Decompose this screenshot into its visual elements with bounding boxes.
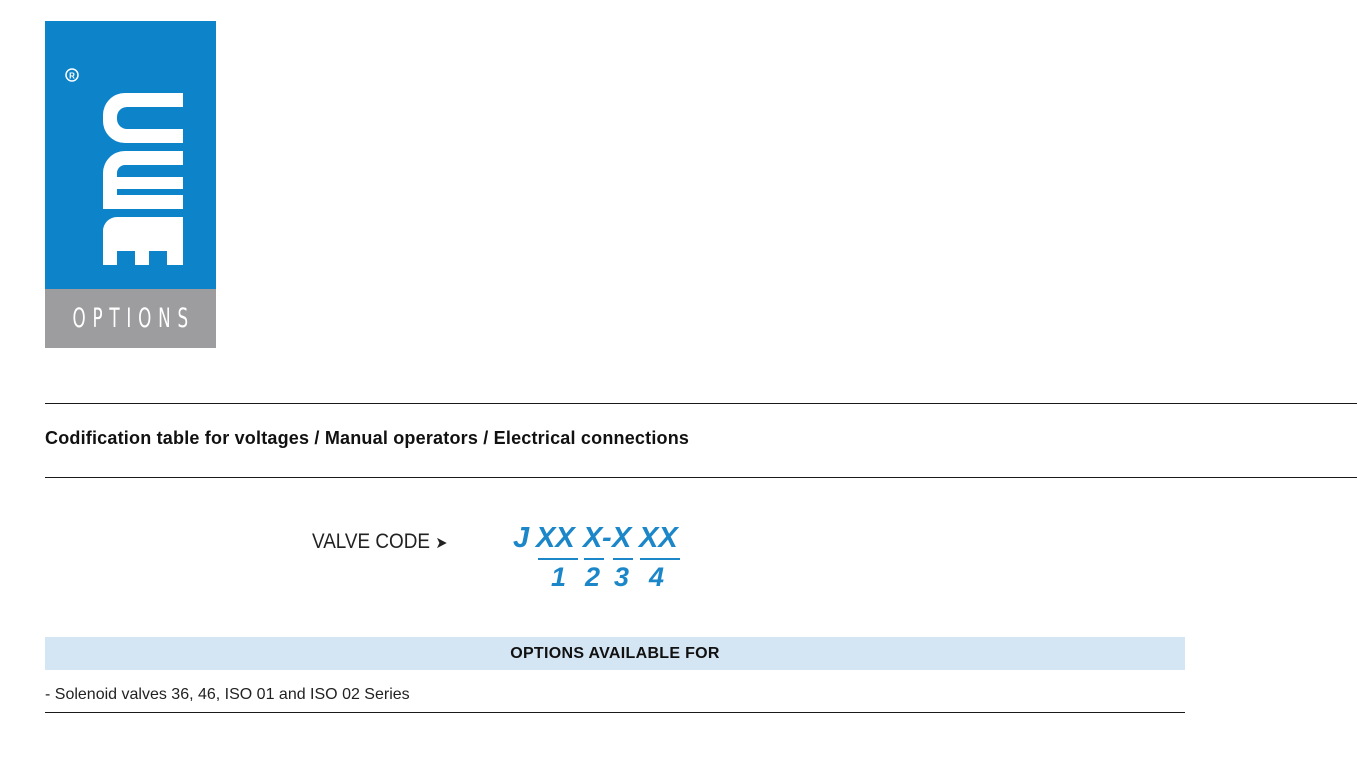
segment-4-number: 4 (649, 562, 665, 592)
arrow-right-icon: ➤ (435, 535, 448, 552)
options-table-header: OPTIONS AVAILABLE FOR (45, 637, 1185, 670)
mac-options-logo: R OPTIONS (45, 21, 216, 348)
registered-mark-icon: R (65, 68, 79, 82)
logo-subtitle: OPTIONS (72, 303, 196, 334)
segment-1-underline (538, 558, 578, 560)
segment-3-number: 3 (614, 562, 630, 592)
title-bottom-divider (45, 477, 1357, 478)
logo-blue-panel: R (45, 21, 216, 289)
valve-code-hyphen: - (602, 522, 612, 554)
mac-wordmark-icon (103, 93, 183, 265)
segment-4-underline (640, 558, 680, 560)
title-top-divider (45, 403, 1357, 404)
valve-code-segment-1: XX (536, 522, 575, 554)
valve-code-segment-4: XX (639, 522, 678, 554)
page-title: Codification table for voltages / Manual… (45, 428, 690, 448)
segment-2-underline (584, 558, 604, 560)
options-table-divider (45, 712, 1185, 713)
valve-code-label: VALVE CODE ➤ (312, 530, 447, 554)
valve-code-segment-2: X (583, 522, 603, 554)
segment-3-underline (613, 558, 633, 560)
svg-text:R: R (69, 72, 75, 81)
segment-2-number: 2 (585, 562, 601, 592)
valve-code-label-text: VALVE CODE (312, 530, 430, 553)
options-list-item: - Solenoid valves 36, 46, ISO 01 and ISO… (45, 686, 410, 703)
segment-1-number: 1 (551, 562, 567, 592)
valve-code-prefix: J (513, 522, 530, 554)
options-header-text: OPTIONS AVAILABLE FOR (510, 644, 720, 662)
logo-gray-panel: OPTIONS (45, 289, 216, 348)
valve-code-segment-3: X (612, 522, 632, 554)
